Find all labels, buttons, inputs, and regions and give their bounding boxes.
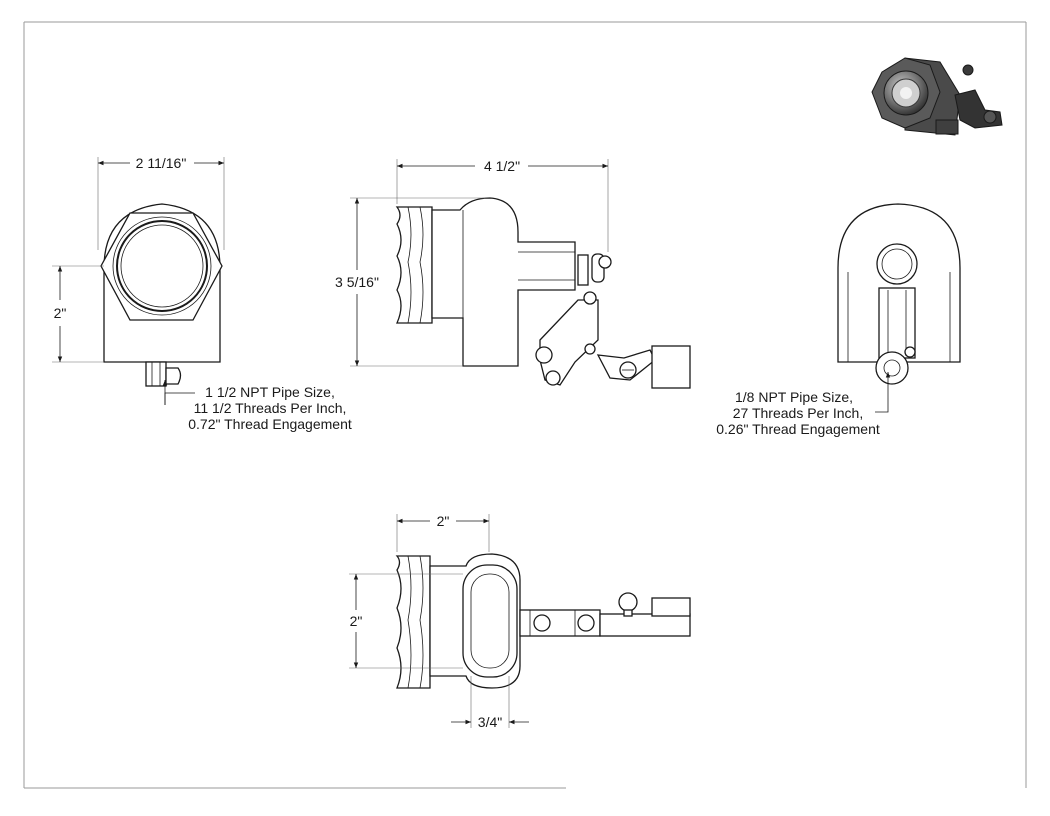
front-note-line-1: 1 1/2 NPT Pipe Size, [205, 384, 335, 400]
rear-note-line-3: 0.26" Thread Engagement [716, 421, 880, 437]
rear-note-line-2: 27 Threads Per Inch, [733, 405, 863, 421]
side-height-label: 3 5/16" [335, 274, 379, 290]
front-view-fitting [145, 361, 182, 387]
rear-note-line-1: 1/8 NPT Pipe Size, [735, 389, 853, 405]
side-view: 4 1/2" 3 5/16" [335, 158, 691, 389]
top-view: 2" 2" 3/4" [349, 513, 691, 730]
side-width-label: 4 1/2" [484, 158, 520, 174]
front-note-line-3: 0.72" Thread Engagement [188, 416, 352, 432]
top-height-label: 2" [350, 613, 363, 629]
rear-view: 1/8 NPT Pipe Size, 27 Threads Per Inch, … [716, 203, 961, 437]
drawing-border [23, 21, 1027, 789]
isometric-render [871, 57, 1003, 136]
front-note-line-2: 11 1/2 Threads Per Inch, [194, 400, 347, 416]
top-wall-label: 3/4" [478, 714, 502, 730]
top-width-label: 2" [437, 513, 450, 529]
front-view: 2 11/16" 2" 1 1/2 NPT Pipe Size, 11 1/2 … [52, 155, 352, 432]
front-width-label: 2 11/16" [136, 155, 187, 171]
front-height-label: 2" [54, 305, 67, 321]
